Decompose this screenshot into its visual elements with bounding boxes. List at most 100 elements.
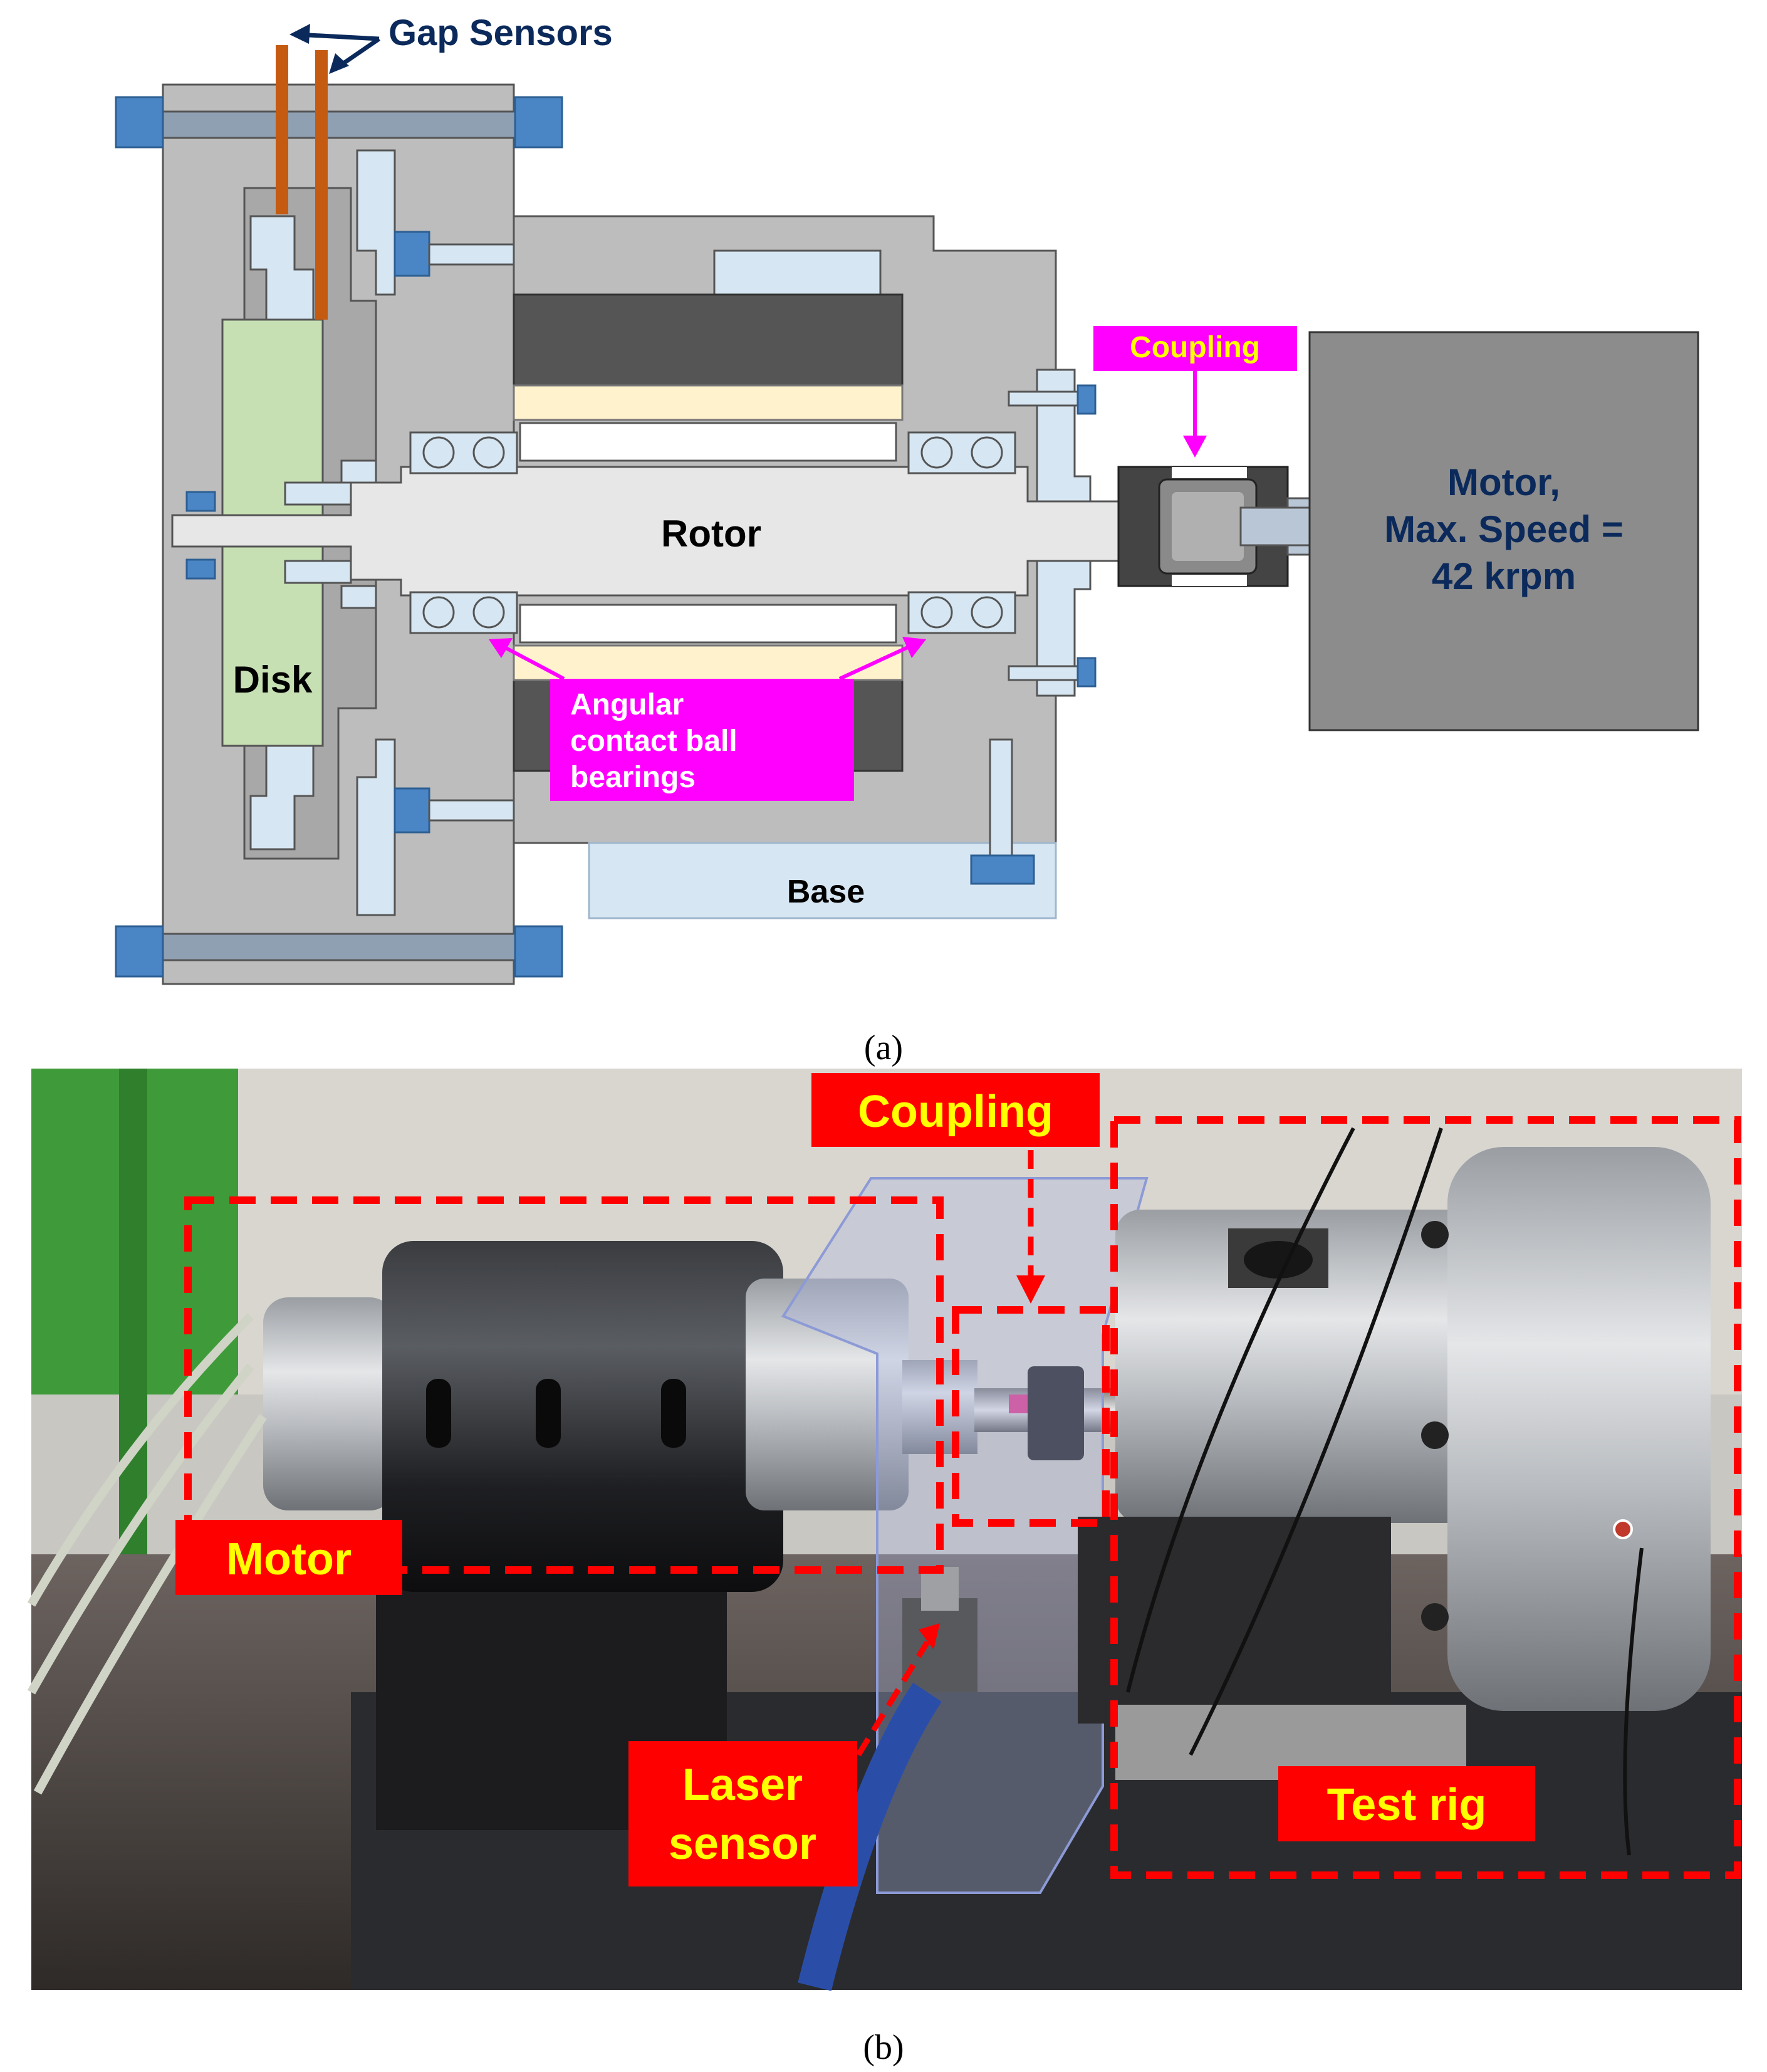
test-rig-pedestal (1078, 1517, 1391, 1724)
test-rig-photo-label-box (1278, 1766, 1535, 1841)
bolt-head (185, 558, 216, 580)
caption-b: (b) (863, 2028, 904, 2067)
arrowhead (902, 637, 926, 658)
arrowhead (919, 1623, 940, 1650)
base-label: Base (787, 874, 865, 910)
top-tie-bar (121, 110, 556, 139)
ball-bearing (907, 591, 1016, 634)
laser-sensor-mount (902, 1598, 977, 1692)
base-bolt (989, 738, 1013, 866)
fastener (1421, 1603, 1449, 1631)
motor-box (1308, 331, 1699, 731)
gap-sensor-probe (276, 45, 288, 214)
ball-bearing (409, 591, 518, 634)
coupling-annotation-label: Coupling (1130, 331, 1260, 364)
coupling-dashed-box (952, 1306, 1110, 1527)
bottom-tie-bar (121, 933, 556, 961)
caption-a: (a) (864, 1028, 903, 1067)
disk-hub-upper (249, 215, 315, 321)
laser-photo-label: Laser (682, 1760, 803, 1810)
motor-label: Motor, (1447, 461, 1560, 503)
bolt-head (514, 925, 563, 978)
motor-slot (661, 1379, 686, 1448)
fastener (1421, 1221, 1449, 1248)
arrowhead (1183, 436, 1207, 458)
motor-endcap (263, 1297, 395, 1510)
bearings-annotation-arrow (838, 644, 913, 681)
coupling-photo-label-box (811, 1073, 1100, 1147)
laser-photo-label: sensor (669, 1819, 816, 1869)
laser-sensor-head (921, 1567, 959, 1611)
motor-slot (426, 1379, 451, 1448)
test-rig-dashed-box (1110, 1116, 1741, 1879)
bolt-shank (1008, 390, 1079, 407)
bolt-shank (1008, 665, 1079, 681)
bolt-head (394, 787, 430, 834)
arrowhead (1016, 1275, 1045, 1304)
bolt-head (185, 491, 216, 512)
test-rig-photo: Coupling Motor Laser sensor Test rig (27, 1069, 1742, 1991)
motor-nose (746, 1279, 909, 1510)
gap-sensors-label: Gap Sensors (388, 13, 613, 53)
bearings-annotation-box (550, 679, 854, 801)
coupling-photo-label: Coupling (858, 1087, 1053, 1137)
bolt-head (1076, 384, 1097, 415)
shaft-collar (340, 459, 377, 484)
test-rig-housing (1115, 1210, 1504, 1523)
motor-photo-label: Motor (226, 1534, 352, 1584)
motor-shaft (1239, 506, 1311, 547)
cable (1126, 1127, 1355, 1693)
test-rig-flange (1447, 1147, 1711, 1711)
stator-liner (513, 644, 904, 681)
thrust-plate-lower (356, 738, 396, 916)
ball-bearing (409, 431, 518, 474)
fastener (1613, 1519, 1633, 1539)
motor-body (382, 1241, 783, 1592)
coupling-marker (1009, 1394, 1028, 1413)
rotor-label: Rotor (661, 513, 761, 555)
motor-label: 42 krpm (1432, 555, 1576, 597)
shaft-collar (284, 481, 352, 506)
test-rig-port (1244, 1241, 1313, 1279)
bearings-annotation-label: Angular (570, 688, 684, 721)
bolt-head (394, 231, 430, 277)
motor-slot (536, 1379, 561, 1448)
coupling-annotation-box (1093, 326, 1297, 371)
motor-label: Max. Speed = (1384, 508, 1624, 550)
laser-photo-label-box (628, 1741, 857, 1886)
bolt-head (115, 96, 164, 149)
disk-label: Disk (233, 659, 313, 701)
bolt-head (514, 96, 563, 149)
arrowhead (329, 53, 349, 74)
shaft-collar (340, 585, 377, 609)
arrowhead (289, 24, 310, 44)
transparent-guard (781, 1177, 1149, 1894)
cable (27, 1313, 254, 1607)
coupling-hub (1028, 1366, 1084, 1460)
bearings-annotation-arrow (500, 644, 565, 681)
laser-photo-arrow (856, 1640, 930, 1757)
bolt-head (970, 854, 1035, 885)
arrowhead (489, 638, 513, 658)
stator-liner (513, 384, 904, 421)
cable (27, 1363, 254, 1695)
shaft-collar (284, 560, 352, 584)
thrust-plate-upper (356, 149, 396, 296)
motor-dashed-box (184, 1196, 944, 1574)
cable (1623, 1547, 1644, 1856)
cable (1189, 1128, 1443, 1756)
motor-photo-label-box (175, 1520, 402, 1595)
schematic-diagram: Motor, Max. Speed = 42 krpm Rotor Disk B… (115, 13, 1699, 985)
cable (33, 1414, 267, 1795)
test-rig-photo-label: Test rig (1327, 1780, 1487, 1830)
disk-hub-lower (249, 745, 315, 850)
bolt-head (1076, 657, 1097, 688)
bearings-annotation-label: bearings (570, 761, 696, 794)
gap-sensor-probe (315, 50, 328, 320)
fastener (1421, 1421, 1449, 1449)
rotor-sleeve (519, 422, 897, 462)
bolt-head (115, 925, 164, 978)
laser-sensor-cable (798, 1682, 942, 1991)
ball-bearing (907, 431, 1016, 474)
